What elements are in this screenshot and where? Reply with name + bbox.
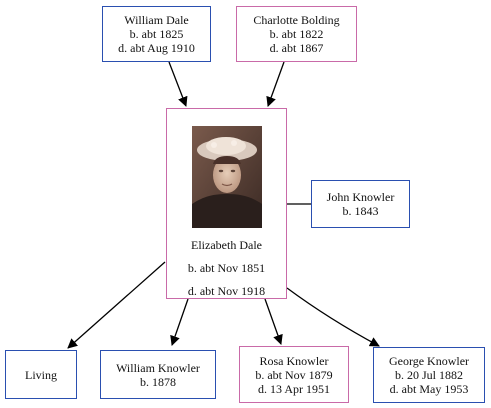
person-died: d. abt Aug 1910 [118, 41, 195, 55]
edge-mother-to-focus [266, 61, 285, 107]
person-card-elizabeth-dale[interactable]: Elizabeth Dale b. abt Nov 1851 d. abt No… [166, 108, 287, 299]
person-card-rosa-knowler[interactable]: Rosa Knowler b. abt Nov 1879 d. 13 Apr 1… [239, 346, 349, 403]
person-name: John Knowler [326, 190, 395, 204]
edge-focus-to-george-knowler [286, 287, 380, 347]
person-born: b. abt Nov 1879 [255, 367, 333, 382]
person-name: Elizabeth Dale [191, 238, 262, 252]
edge-father-to-focus [168, 61, 188, 107]
person-born: b. abt 1822 [269, 27, 324, 41]
person-name: William Dale [124, 13, 189, 27]
person-name: Living [25, 367, 57, 382]
person-card-john-knowler[interactable]: John Knowler b. 1843 [311, 180, 410, 228]
person-died: d. abt 1867 [269, 41, 324, 55]
person-born: b. abt Nov 1851 [187, 261, 266, 275]
person-name: Rosa Knowler [259, 353, 329, 368]
person-card-william-dale[interactable]: William Dale b. abt 1825 d. abt Aug 1910 [102, 6, 211, 62]
person-died: d. abt May 1953 [389, 382, 469, 396]
person-card-charlotte-bolding[interactable]: Charlotte Bolding b. abt 1822 d. abt 186… [236, 6, 357, 62]
person-card-george-knowler[interactable]: George Knowler b. 20 Jul 1882 d. abt May… [373, 347, 485, 403]
person-born: b. 20 Jul 1882 [394, 368, 463, 382]
person-born: b. 1843 [342, 204, 379, 218]
person-name: Charlotte Bolding [253, 13, 340, 27]
person-card-living[interactable]: Living [5, 350, 77, 399]
person-card-william-knowler[interactable]: William Knowler b. 1878 [100, 350, 216, 399]
person-born: b. 1878 [140, 374, 176, 389]
person-name: William Knowler [116, 360, 200, 375]
person-born: b. abt 1825 [129, 27, 184, 41]
person-died: d. abt Nov 1918 [187, 284, 266, 298]
person-name: George Knowler [388, 354, 470, 368]
person-died: d. 13 Apr 1951 [258, 381, 330, 396]
edge-focus-to-living [67, 261, 166, 349]
edge-focus-to-rosa-knowler [264, 298, 283, 345]
portrait-photo [191, 126, 262, 228]
edge-focus-to-william-knowler [170, 298, 189, 346]
